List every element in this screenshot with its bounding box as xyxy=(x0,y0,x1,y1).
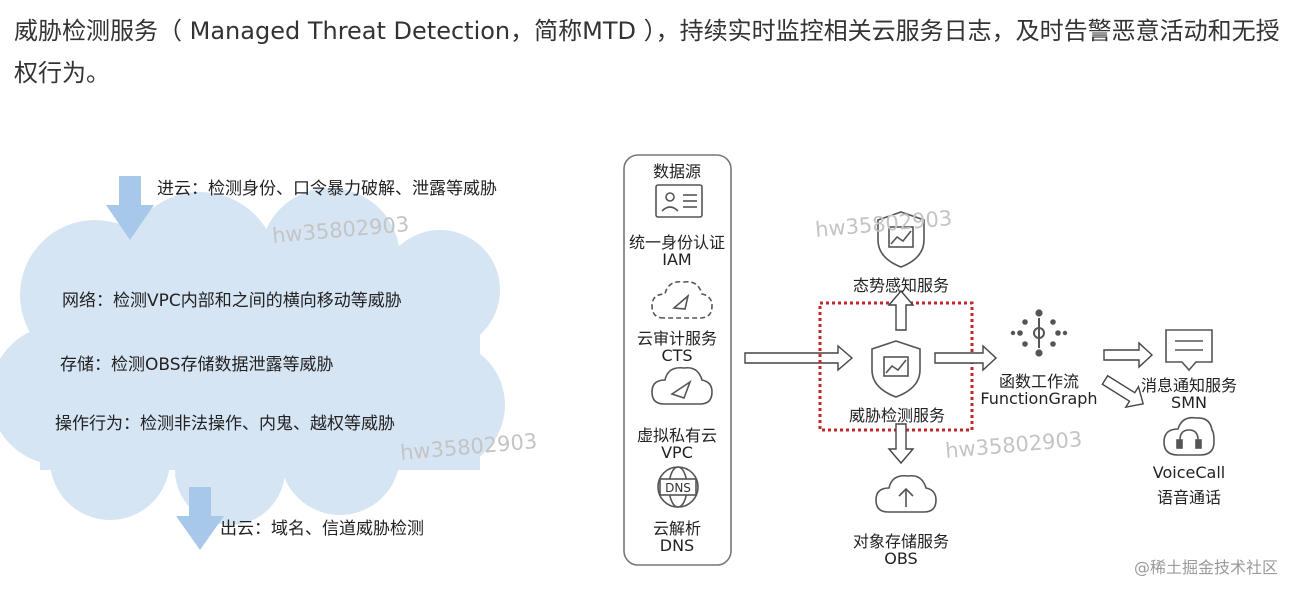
vpc-code: VPC xyxy=(661,443,693,462)
id-card-icon xyxy=(655,184,703,218)
vpc-cloud-icon xyxy=(651,366,713,405)
network-threat-label: 网络：检测VPC内部和之间的横向移动等威胁 xyxy=(62,291,402,311)
voicecall-icon xyxy=(1163,416,1215,456)
mtd-to-fg-arrow-icon xyxy=(934,344,998,372)
voicecall-name: VoiceCall xyxy=(1152,463,1226,482)
obs-service-name: 对象存储服务 xyxy=(852,532,949,551)
obs-cloud-icon xyxy=(875,474,937,513)
situation-service-label: 态势感知服务 xyxy=(852,276,949,295)
source-credit: @稀土掘金技术社区 xyxy=(1133,558,1278,577)
out-cloud-label: 出云：域名、信道威胁检测 xyxy=(220,519,424,539)
out-cloud-arrow-icon xyxy=(176,487,224,550)
iam-code: IAM xyxy=(662,250,692,269)
mtd-service-label: 威胁检测服务 xyxy=(848,406,945,425)
mtd-to-situation-arrow-icon xyxy=(887,289,915,331)
voicecall-sub: 语音通话 xyxy=(1156,488,1221,507)
obs-service-code: OBS xyxy=(884,549,918,568)
data-source-box xyxy=(623,154,732,566)
mtd-to-obs-arrow-icon xyxy=(887,423,915,465)
fg-service-name: 函数工作流 xyxy=(998,372,1079,391)
threat-cloud xyxy=(0,188,505,525)
function-graph-icon xyxy=(1010,309,1068,357)
message-icon xyxy=(1165,329,1213,372)
dns-code: DNS xyxy=(659,536,695,555)
dns-badge-label: DNS xyxy=(665,481,691,495)
intro-text: 威胁检测服务（ Managed Threat Detection，简称MTD ）… xyxy=(14,17,1280,87)
in-cloud-arrow-icon xyxy=(106,176,154,240)
dns-name: 云解析 xyxy=(652,519,701,538)
cts-code: CTS xyxy=(661,346,693,365)
fg-to-smn-arrow-icon xyxy=(1103,341,1154,369)
source-to-mtd-arrow-icon xyxy=(744,344,854,372)
in-cloud-label: 进云：检测身份、口令暴力破解、泄露等威胁 xyxy=(157,179,497,199)
fg-to-voicecall-arrow-icon xyxy=(1101,374,1145,409)
dns-globe-icon xyxy=(657,466,699,508)
situation-shield-icon xyxy=(877,211,925,268)
vpc-name: 虚拟私有云 xyxy=(636,426,717,445)
data-source-title: 数据源 xyxy=(652,162,701,181)
operation-threat-label: 操作行为：检测非法操作、内鬼、越权等威胁 xyxy=(55,414,395,434)
iam-name: 统一身份认证 xyxy=(628,233,725,252)
smn-service-code: SMN xyxy=(1171,393,1207,412)
storage-threat-label: 存储：检测OBS存储数据泄露等威胁 xyxy=(60,355,334,375)
cloud-audit-icon xyxy=(651,280,713,319)
fg-service-code: FunctionGraph xyxy=(980,389,1098,408)
cts-name: 云审计服务 xyxy=(636,329,717,348)
smn-service-name: 消息通知服务 xyxy=(1140,376,1237,395)
mtd-shield-icon xyxy=(871,340,921,398)
